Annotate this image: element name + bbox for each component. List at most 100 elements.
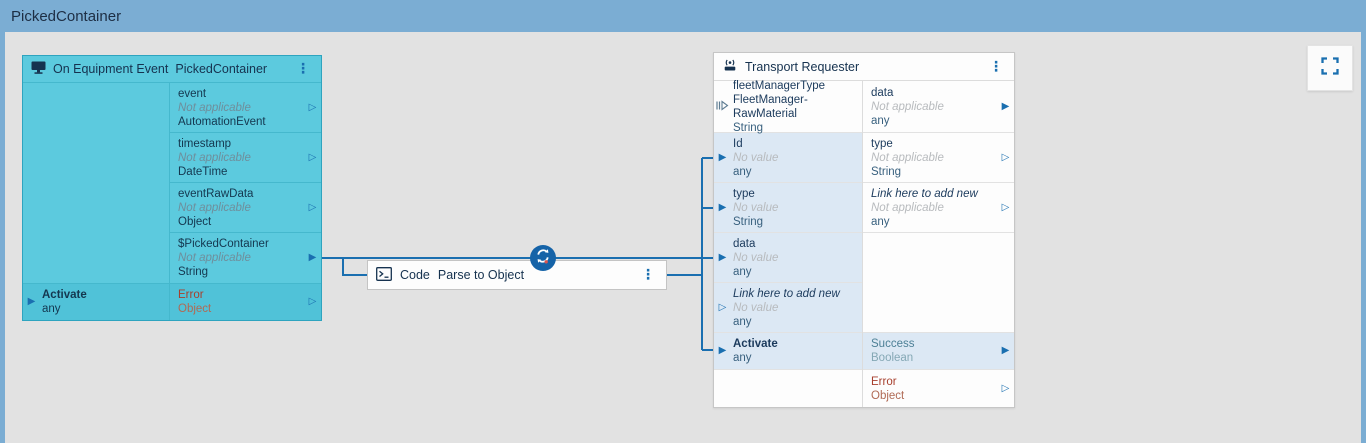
output-row-add-new: Link here to add new Not applicable any [863, 183, 1014, 233]
node-on-equipment-event[interactable]: On Equipment Event PickedContainer ⋮ eve… [22, 55, 322, 321]
field-type: any [733, 265, 752, 278]
agv-radio-icon [722, 58, 738, 75]
output-port-icon-connected[interactable] [1002, 102, 1010, 112]
field-value: No value [733, 251, 779, 264]
field-value: No value [733, 301, 779, 314]
field-value: Not applicable [178, 101, 251, 114]
field-name: event [178, 87, 207, 100]
input-port-icon[interactable] [719, 303, 727, 313]
input-row-activate: Activate any [23, 284, 169, 320]
field-value: Not applicable [871, 201, 944, 214]
output-port-icon[interactable] [1002, 153, 1010, 163]
field-type: any [871, 215, 890, 228]
node-code-parse-to-object[interactable]: Code Parse to Object ⋮ [367, 260, 667, 290]
field-name: Activate [42, 289, 87, 301]
input-port-icon-connected[interactable] [719, 203, 727, 213]
output-port-icon[interactable] [309, 203, 317, 213]
output-row-error: Error Object [169, 284, 321, 320]
field-name: Error [178, 289, 204, 301]
fullscreen-corners-icon [1320, 56, 1340, 81]
input-port-icon-connected[interactable] [719, 253, 727, 263]
field-name: type [733, 187, 755, 200]
titlebar: PickedContainer [0, 0, 1366, 32]
output-row-type: type Not applicable String [863, 133, 1014, 183]
field-value: Not applicable [871, 151, 944, 164]
field-type: String [178, 266, 209, 278]
field-value: Not applicable [178, 151, 251, 164]
field-value: No value [733, 151, 779, 164]
node-instance-name: Parse to Object [437, 268, 525, 282]
field-type: any [733, 315, 752, 328]
node-title: Transport Requester [745, 59, 860, 74]
input-row-activate: Activate any [714, 333, 862, 370]
empty-cell [714, 370, 862, 407]
output-port-icon[interactable] [309, 103, 317, 113]
field-type: Boolean [871, 352, 914, 364]
output-row-data: data Not applicable any [863, 81, 1014, 133]
field-name: eventRawData [178, 187, 254, 200]
input-row-data: data No value any [714, 233, 862, 283]
node-instance-name: PickedContainer [175, 62, 268, 76]
add-new-link[interactable]: Link here to add new [871, 187, 978, 200]
field-name: Id [733, 137, 743, 150]
node-title: Code [400, 268, 430, 282]
output-row-success: Success Boolean [863, 333, 1014, 370]
field-type: Object [178, 215, 212, 228]
node-title: On Equipment Event [53, 62, 169, 76]
field-type: any [871, 114, 890, 127]
node-header[interactable]: Transport Requester ⋮ [714, 53, 1014, 81]
kebab-menu-button[interactable]: ⋮ [296, 61, 310, 77]
field-type: AutomationEvent [178, 115, 266, 128]
page-title: PickedContainer [11, 7, 122, 25]
field-type: String [871, 165, 902, 178]
node-left-spacer [23, 83, 169, 283]
static-value-icon [716, 99, 729, 114]
field-type: any [42, 303, 61, 315]
field-name: fleetManagerType [733, 79, 826, 92]
output-port-icon[interactable] [1002, 384, 1010, 394]
field-type: any [733, 352, 752, 364]
connection-lines [322, 157, 713, 351]
input-row-add-new: Link here to add new No value any [714, 283, 862, 333]
kebab-menu-button[interactable]: ⋮ [641, 267, 655, 283]
field-value: Not applicable [178, 201, 251, 214]
transform-refresh-icon [535, 248, 551, 269]
node-transport-requester[interactable]: Transport Requester ⋮ [713, 52, 1015, 408]
field-name: Success [871, 338, 915, 350]
field-value: Not applicable [871, 100, 944, 113]
kebab-menu-button[interactable]: ⋮ [989, 58, 1003, 75]
field-type: String [733, 121, 764, 134]
field-name: type [871, 137, 893, 150]
input-row-type: type No value String [714, 183, 862, 233]
field-name: data [733, 237, 756, 250]
field-type: any [733, 165, 752, 178]
output-row-eventrawdata: eventRawData Not applicable Object [170, 183, 321, 233]
output-port-icon[interactable] [1002, 203, 1010, 213]
field-name: $PickedContainer [178, 238, 269, 250]
output-row-event: event Not applicable AutomationEvent [170, 83, 321, 133]
output-row-timestamp: timestamp Not applicable DateTime [170, 133, 321, 183]
output-port-icon[interactable] [309, 297, 317, 307]
field-type: DateTime [178, 165, 228, 178]
input-port-icon[interactable] [28, 297, 36, 307]
output-port-icon-connected[interactable] [309, 253, 317, 263]
fullscreen-button[interactable] [1307, 45, 1353, 91]
input-port-icon-connected[interactable] [719, 346, 727, 356]
input-row-fleetmanagertype: fleetManagerType FleetManager-RawMateria… [714, 79, 862, 134]
field-name: Activate [733, 338, 778, 350]
transform-badge[interactable] [530, 245, 556, 271]
node-header[interactable]: On Equipment Event PickedContainer ⋮ [23, 56, 321, 83]
field-name: Error [871, 375, 897, 388]
flow-canvas[interactable]: On Equipment Event PickedContainer ⋮ eve… [5, 32, 1361, 443]
field-value: FleetManager-RawMaterial [733, 93, 808, 120]
field-name: timestamp [178, 137, 232, 150]
add-new-link[interactable]: Link here to add new [733, 287, 840, 300]
output-port-icon-connected[interactable] [1002, 346, 1010, 356]
input-port-icon-connected[interactable] [719, 153, 727, 163]
output-port-icon[interactable] [309, 153, 317, 163]
terminal-icon [376, 266, 392, 284]
empty-cell [863, 233, 1014, 333]
input-row-id: Id No value any [714, 133, 862, 183]
output-row-pickedcontainer: $PickedContainer Not applicable String [170, 233, 321, 283]
